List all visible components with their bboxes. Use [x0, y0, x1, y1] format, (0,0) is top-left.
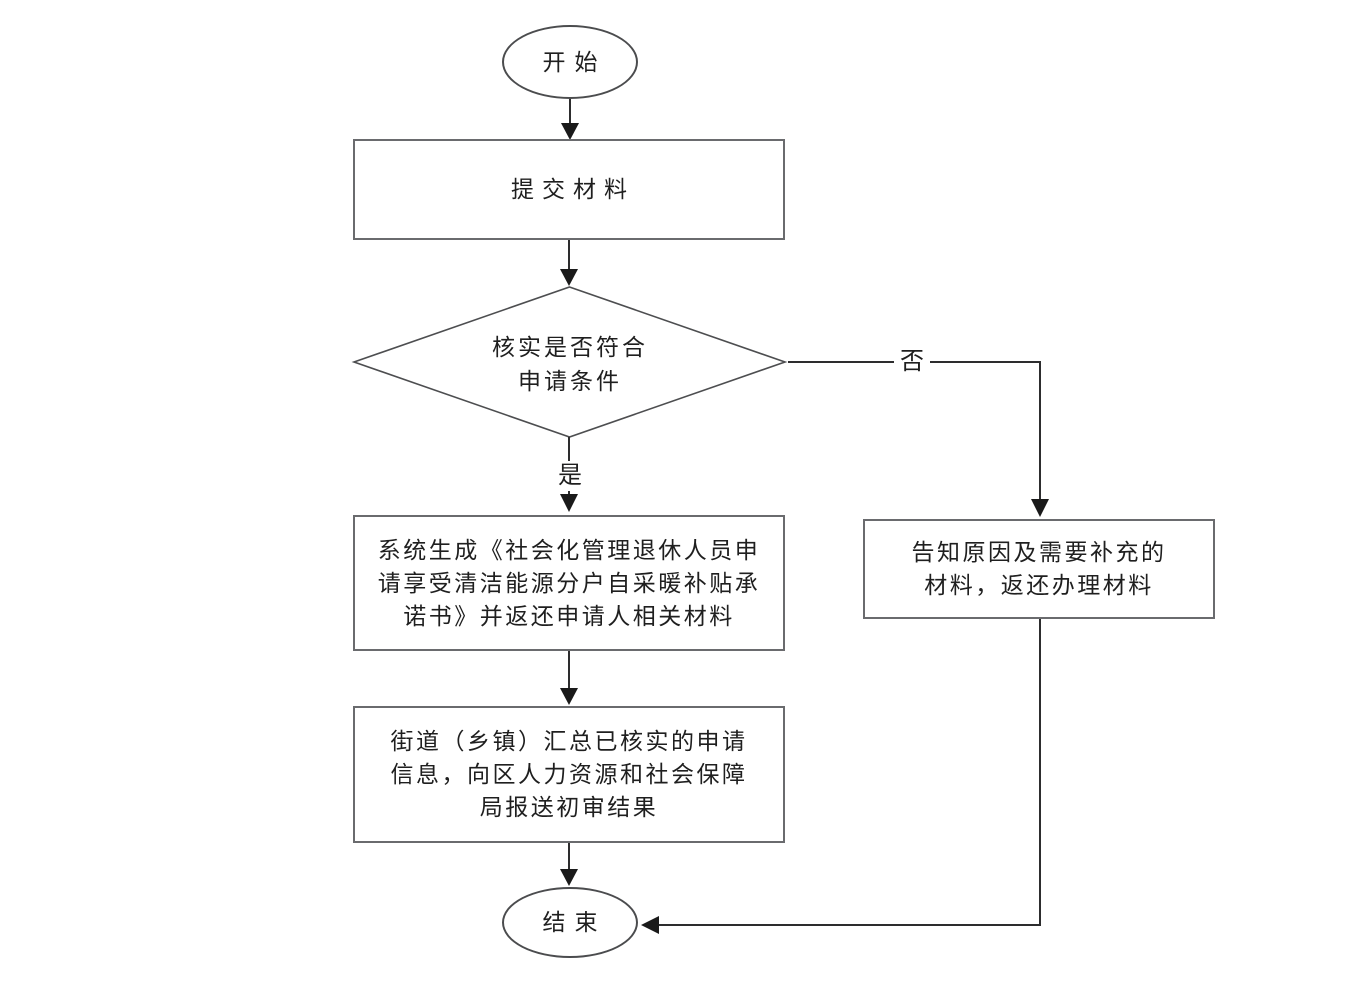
edge-notify-to-end [659, 618, 1041, 926]
arrowhead-notify-to-end [641, 916, 659, 934]
notify-return-node: 告知原因及需要补充的 材料，返还办理材料 [863, 519, 1215, 619]
end-node: 结束 [502, 887, 638, 958]
generate-commitment-node: 系统生成《社会化管理退休人员申 请享受清洁能源分户自采暖补贴承 诺书》并返还申请… [353, 515, 785, 651]
arrowhead-submit-to-decision [560, 269, 578, 286]
arrowhead-decision-no [1031, 499, 1049, 517]
notify-return-line1: 告知原因及需要补充的 [911, 540, 1167, 565]
summary-report-line1: 街道（乡镇）汇总已核实的申请 [390, 729, 748, 754]
end-node-label: 结束 [542, 910, 607, 935]
edge-decision-no [788, 361, 1041, 500]
generate-commitment-line1: 系统生成《社会化管理退休人员申 [377, 537, 761, 563]
notify-return-line2: 材料，返还办理材料 [924, 573, 1154, 598]
summary-report-line2: 信息，向区人力资源和社会保障 [390, 762, 748, 787]
arrowhead-summary-to-end [560, 869, 578, 886]
generate-commitment-line3: 诺书》并返还申请人相关材料 [403, 603, 735, 629]
submit-materials-label: 提交材料 [511, 177, 635, 202]
no-edge-label: 否 [894, 347, 930, 377]
decision-node: 核实是否符合 申请条件 [419, 331, 721, 399]
summary-report-line3: 局报送初审结果 [479, 795, 659, 820]
decision-label-line2: 申请条件 [518, 369, 622, 394]
arrowhead-decision-yes [560, 494, 578, 512]
arrowhead-generate-to-summary [560, 688, 578, 705]
summary-report-node: 街道（乡镇）汇总已核实的申请 信息，向区人力资源和社会保障 局报送初审结果 [353, 706, 785, 843]
generate-commitment-line2: 请享受清洁能源分户自采暖补贴承 [377, 570, 761, 596]
submit-materials-node: 提交材料 [353, 139, 785, 240]
arrowhead-start-to-submit [561, 123, 579, 140]
start-node: 开始 [502, 25, 638, 99]
yes-edge-label: 是 [552, 461, 588, 491]
start-node-label: 开始 [542, 49, 607, 75]
decision-label-line1: 核实是否符合 [492, 335, 648, 360]
